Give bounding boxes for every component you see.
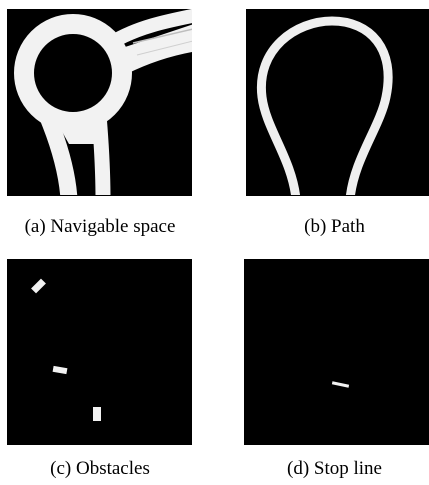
obstacle-2: [52, 365, 68, 375]
caption-stop-line: (d) Stop line: [287, 458, 382, 479]
stop-line-image: [244, 259, 429, 445]
caption-navigable-space: (a) Navigable space: [24, 216, 176, 237]
path-mask: [246, 9, 429, 195]
navigable-space-image: [7, 9, 192, 196]
caption-path: (b) Path: [304, 216, 365, 237]
caption-obstacles: (c) Obstacles: [50, 458, 150, 479]
path-image: [246, 9, 429, 196]
obstacles-image: [7, 259, 192, 445]
obstacle-3: [93, 407, 101, 421]
obstacles-mask: [7, 259, 192, 445]
stop-line-mask: [244, 259, 429, 445]
obstacle-1: [31, 278, 46, 294]
navigable-space-mask: [7, 9, 192, 195]
stop-line: [331, 381, 350, 388]
